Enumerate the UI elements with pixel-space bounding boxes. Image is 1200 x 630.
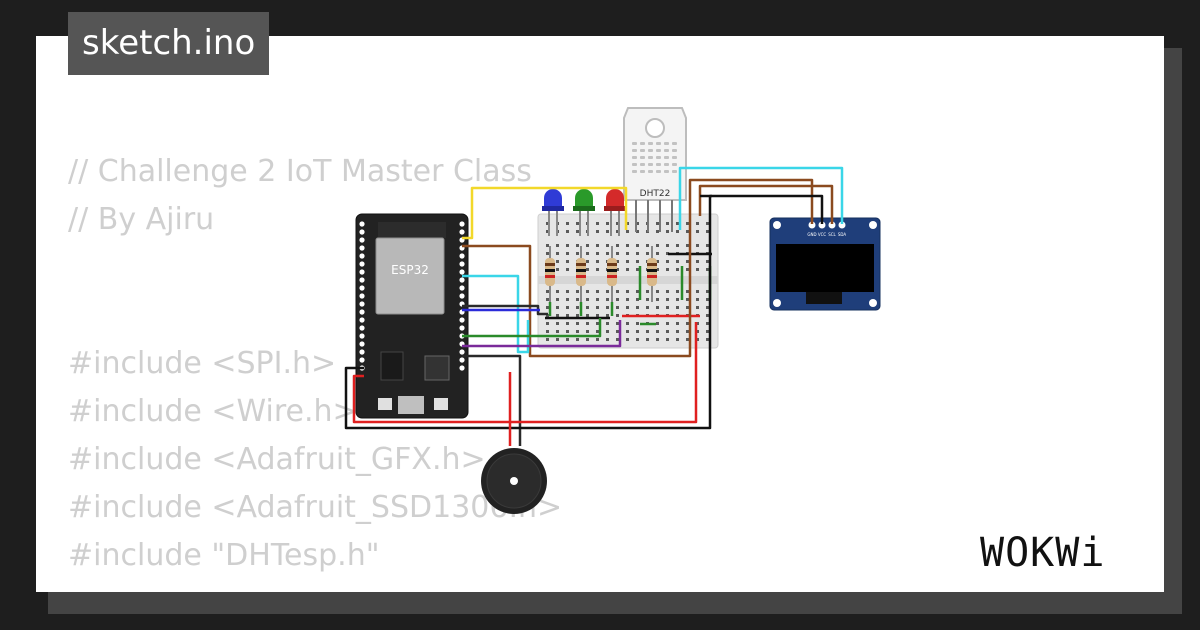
- code-line: #include <Adafruit_GFX.h>: [68, 442, 486, 477]
- brand-text: WOKWi: [980, 530, 1105, 576]
- oled-pin-label: SCL: [828, 232, 836, 237]
- breadboard: [537, 213, 719, 349]
- buzzer: [481, 448, 547, 514]
- wires: [344, 166, 844, 446]
- file-name-tab[interactable]: sketch.ino: [68, 12, 270, 75]
- resistor: [607, 246, 617, 302]
- code-line: #include <Wire.h>: [68, 394, 358, 429]
- resistor: [647, 246, 657, 302]
- esp32-board: ESP32: [355, 213, 469, 419]
- resistor: [545, 246, 555, 302]
- led-red: [604, 189, 626, 236]
- oled-display: GND VCC SCL SDA: [769, 217, 881, 311]
- dht22-label: DHT22: [640, 189, 671, 199]
- code-line: // By Ajiru: [68, 202, 215, 237]
- oled-pin-label: GND: [807, 232, 816, 237]
- esp32-label: ESP32: [391, 263, 429, 277]
- led-blue: [542, 189, 564, 236]
- code-line: #include "DHTesp.h": [68, 538, 380, 573]
- wokwi-logo: WOKWi: [980, 530, 1105, 576]
- oled-pin-label: VCC: [818, 232, 827, 237]
- oled-pin-label: SDA: [838, 232, 847, 237]
- resistor: [576, 246, 586, 302]
- code-line: // Challenge 2 IoT Master Class: [68, 154, 532, 189]
- dht22-sensor: DHT22: [623, 107, 687, 232]
- code-line: #include <SPI.h>: [68, 346, 337, 381]
- led-green: [573, 189, 595, 236]
